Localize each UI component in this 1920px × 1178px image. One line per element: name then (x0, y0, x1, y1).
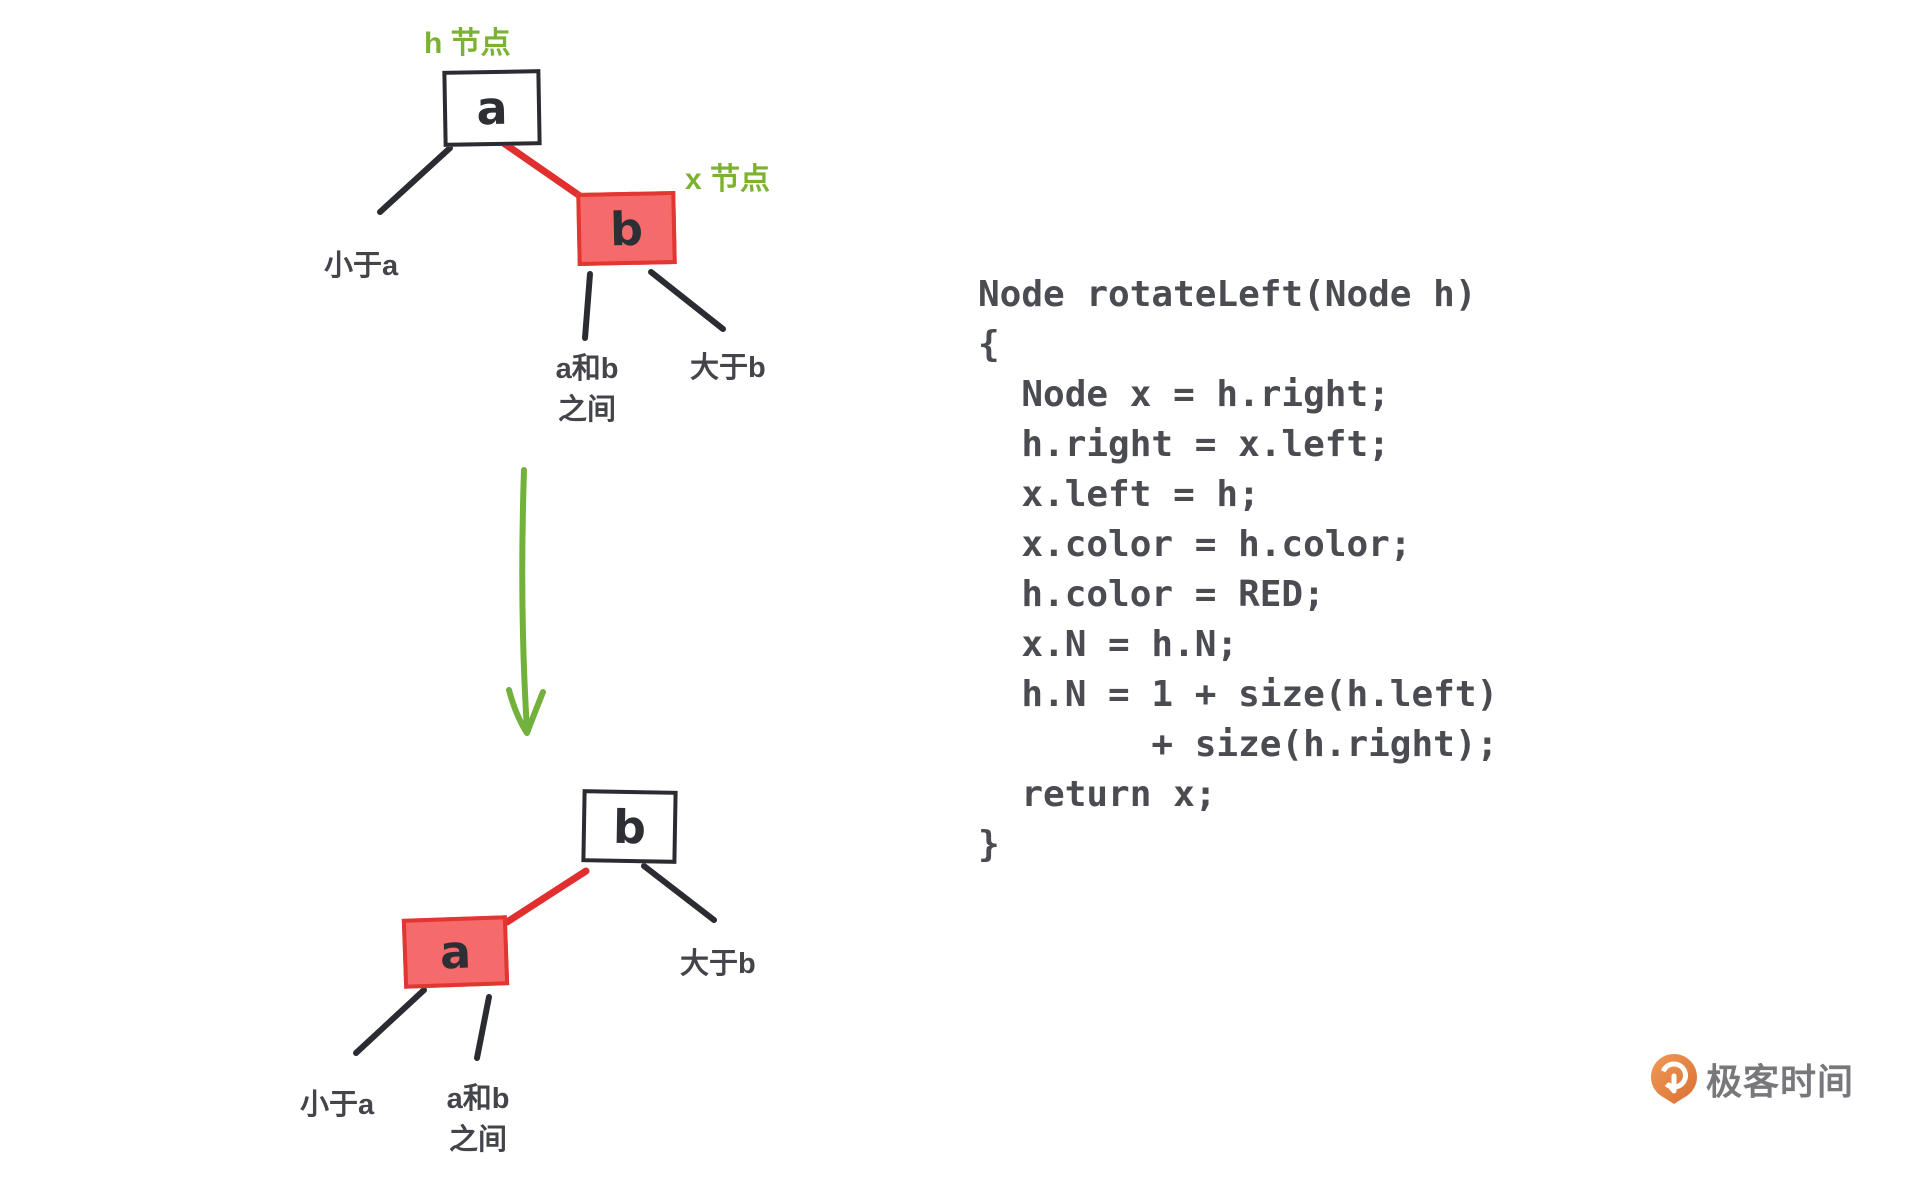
before-subtree-greater-than-b: 大于b (690, 352, 766, 384)
before-between-line1: a和b (555, 353, 619, 385)
rotate-left-code-block: Node rotateLeft(Node h) { Node x = h.rig… (978, 270, 1498, 870)
before-node-b-letter: b (609, 201, 644, 256)
before-between-line2: 之间 (557, 394, 616, 426)
rotate-arrow-shaft (519, 467, 530, 733)
edge-before-b-right-child (648, 269, 726, 332)
after-subtree-less-than-a: 小于a (300, 1089, 375, 1121)
before-node-b: b (576, 190, 677, 267)
code-line: h.color = RED; (978, 574, 1325, 615)
code-line: x.color = h.color; (978, 524, 1412, 565)
after-node-a-letter: a (439, 924, 472, 980)
edge-before-a-to-b-red (498, 138, 584, 200)
edge-after-a-mid-child (474, 994, 492, 1061)
after-between-line1: a和b (446, 1083, 510, 1115)
before-subtree-less-than-a: 小于a (324, 250, 399, 282)
after-node-a: a (401, 915, 510, 989)
after-node-b-letter: b (612, 799, 647, 854)
code-line: h.N = 1 + size(h.left) (978, 674, 1499, 715)
h-node-label: h 节点 (424, 27, 511, 60)
edge-after-a-left-child (353, 987, 427, 1056)
edge-before-a-left-child (377, 145, 453, 215)
edge-before-b-left-child (582, 271, 593, 341)
after-node-b: b (581, 789, 678, 864)
geektime-logo-text: 极客时间 (1706, 1061, 1855, 1102)
code-line: { (978, 324, 1000, 365)
code-line: Node rotateLeft(Node h) (978, 274, 1477, 315)
after-subtree-greater-than-b: 大于b (680, 948, 756, 980)
code-line: Node x = h.right; (978, 374, 1390, 415)
code-line: } (978, 824, 1000, 865)
before-subtree-between: a和b 之间 (545, 349, 629, 431)
before-node-a: a (442, 69, 542, 147)
geektime-logo: 极客时间 (1650, 1053, 1854, 1105)
code-line: h.right = x.left; (978, 424, 1390, 465)
code-line: return x; (978, 774, 1217, 815)
edge-after-b-right-child (641, 863, 717, 923)
edge-after-a-to-b-red (503, 867, 590, 926)
rotate-arrow-head (506, 687, 546, 736)
after-between-line2: 之间 (448, 1124, 507, 1156)
geektime-logo-icon (1651, 1054, 1697, 1104)
after-subtree-between: a和b 之间 (436, 1079, 520, 1161)
code-line: x.left = h; (978, 474, 1260, 515)
code-line: x.N = h.N; (978, 624, 1239, 665)
code-line: + size(h.right); (978, 724, 1499, 765)
x-node-label: x 节点 (685, 163, 771, 196)
before-node-a-letter: a (475, 80, 508, 136)
